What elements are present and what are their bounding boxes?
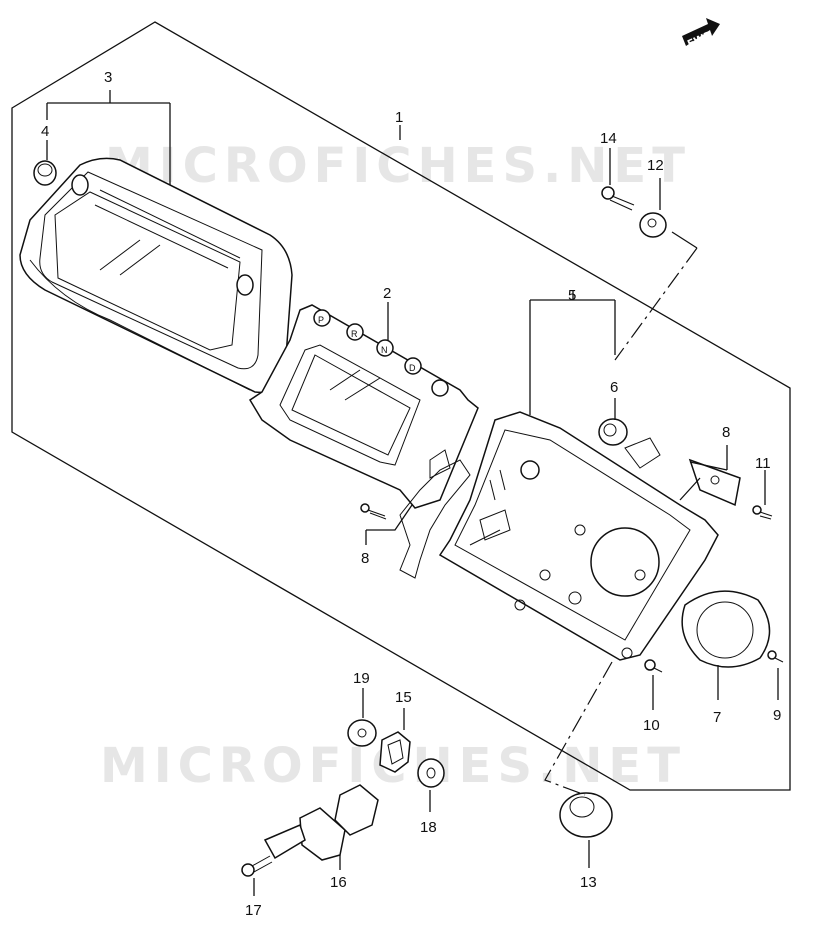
callout-12: 12 [647, 157, 664, 174]
leader-8-right [679, 445, 728, 501]
gear-letter-r: R [351, 329, 358, 339]
callout-14: 14 [600, 130, 617, 147]
fwd-arrow-icon: FWD [682, 18, 720, 50]
callout-3: 3 [104, 69, 112, 86]
grommet [598, 418, 628, 446]
rubber-pad [688, 458, 741, 507]
callout-18: 18 [420, 819, 437, 836]
callout-10: 10 [643, 717, 660, 734]
bulb-holder-16 [263, 784, 379, 861]
callout-4: 4 [41, 123, 49, 140]
callout-8-left: 8 [361, 550, 369, 567]
assembly-outline [11, 21, 791, 791]
gear-letter-p: P [318, 315, 324, 325]
callout-16: 16 [330, 874, 347, 891]
callout-15: 15 [395, 689, 412, 706]
gear-letter-n: N [381, 345, 388, 355]
callout-9: 9 [773, 707, 781, 724]
dash-center-lower [544, 661, 613, 796]
screw-17 [241, 855, 273, 877]
meter-housing [19, 157, 293, 394]
washer-18 [417, 758, 445, 788]
leader-12-14 [609, 148, 661, 210]
callout-2: 2 [383, 285, 391, 302]
watermark-top: MICROFICHES.NET [105, 138, 691, 194]
leader-3 [46, 90, 171, 185]
lcd-panel: P R N D [248, 304, 479, 509]
washer-19 [347, 719, 377, 747]
bottom-grommet [559, 792, 613, 838]
callout-17: 17 [245, 902, 262, 919]
dash-center-upper [614, 247, 698, 361]
callout-11: 11 [755, 455, 771, 472]
rear-case [438, 411, 719, 661]
callout-7: 7 [713, 709, 721, 726]
leader-8-left [365, 504, 413, 545]
leader-5 [529, 290, 616, 415]
meter-ring [681, 590, 771, 668]
bolt-14 [601, 186, 635, 211]
wire-harness [399, 459, 471, 579]
callout-8-right: 8 [722, 424, 730, 441]
callout-19: 19 [353, 670, 370, 687]
callout-13: 13 [580, 874, 597, 891]
callout-6: 6 [610, 379, 618, 396]
rubber-cap [33, 160, 57, 186]
screw-11 [752, 505, 773, 520]
screw-9 [767, 650, 784, 663]
callout-1: 1 [395, 109, 403, 126]
gear-letter-d: D [409, 363, 416, 373]
callout-5: 5 [568, 287, 576, 304]
washer-12 [639, 212, 667, 238]
bulb-socket-15 [379, 731, 411, 773]
screw-8 [360, 503, 387, 520]
screw-10 [644, 659, 663, 673]
leader-12-line [671, 231, 698, 249]
